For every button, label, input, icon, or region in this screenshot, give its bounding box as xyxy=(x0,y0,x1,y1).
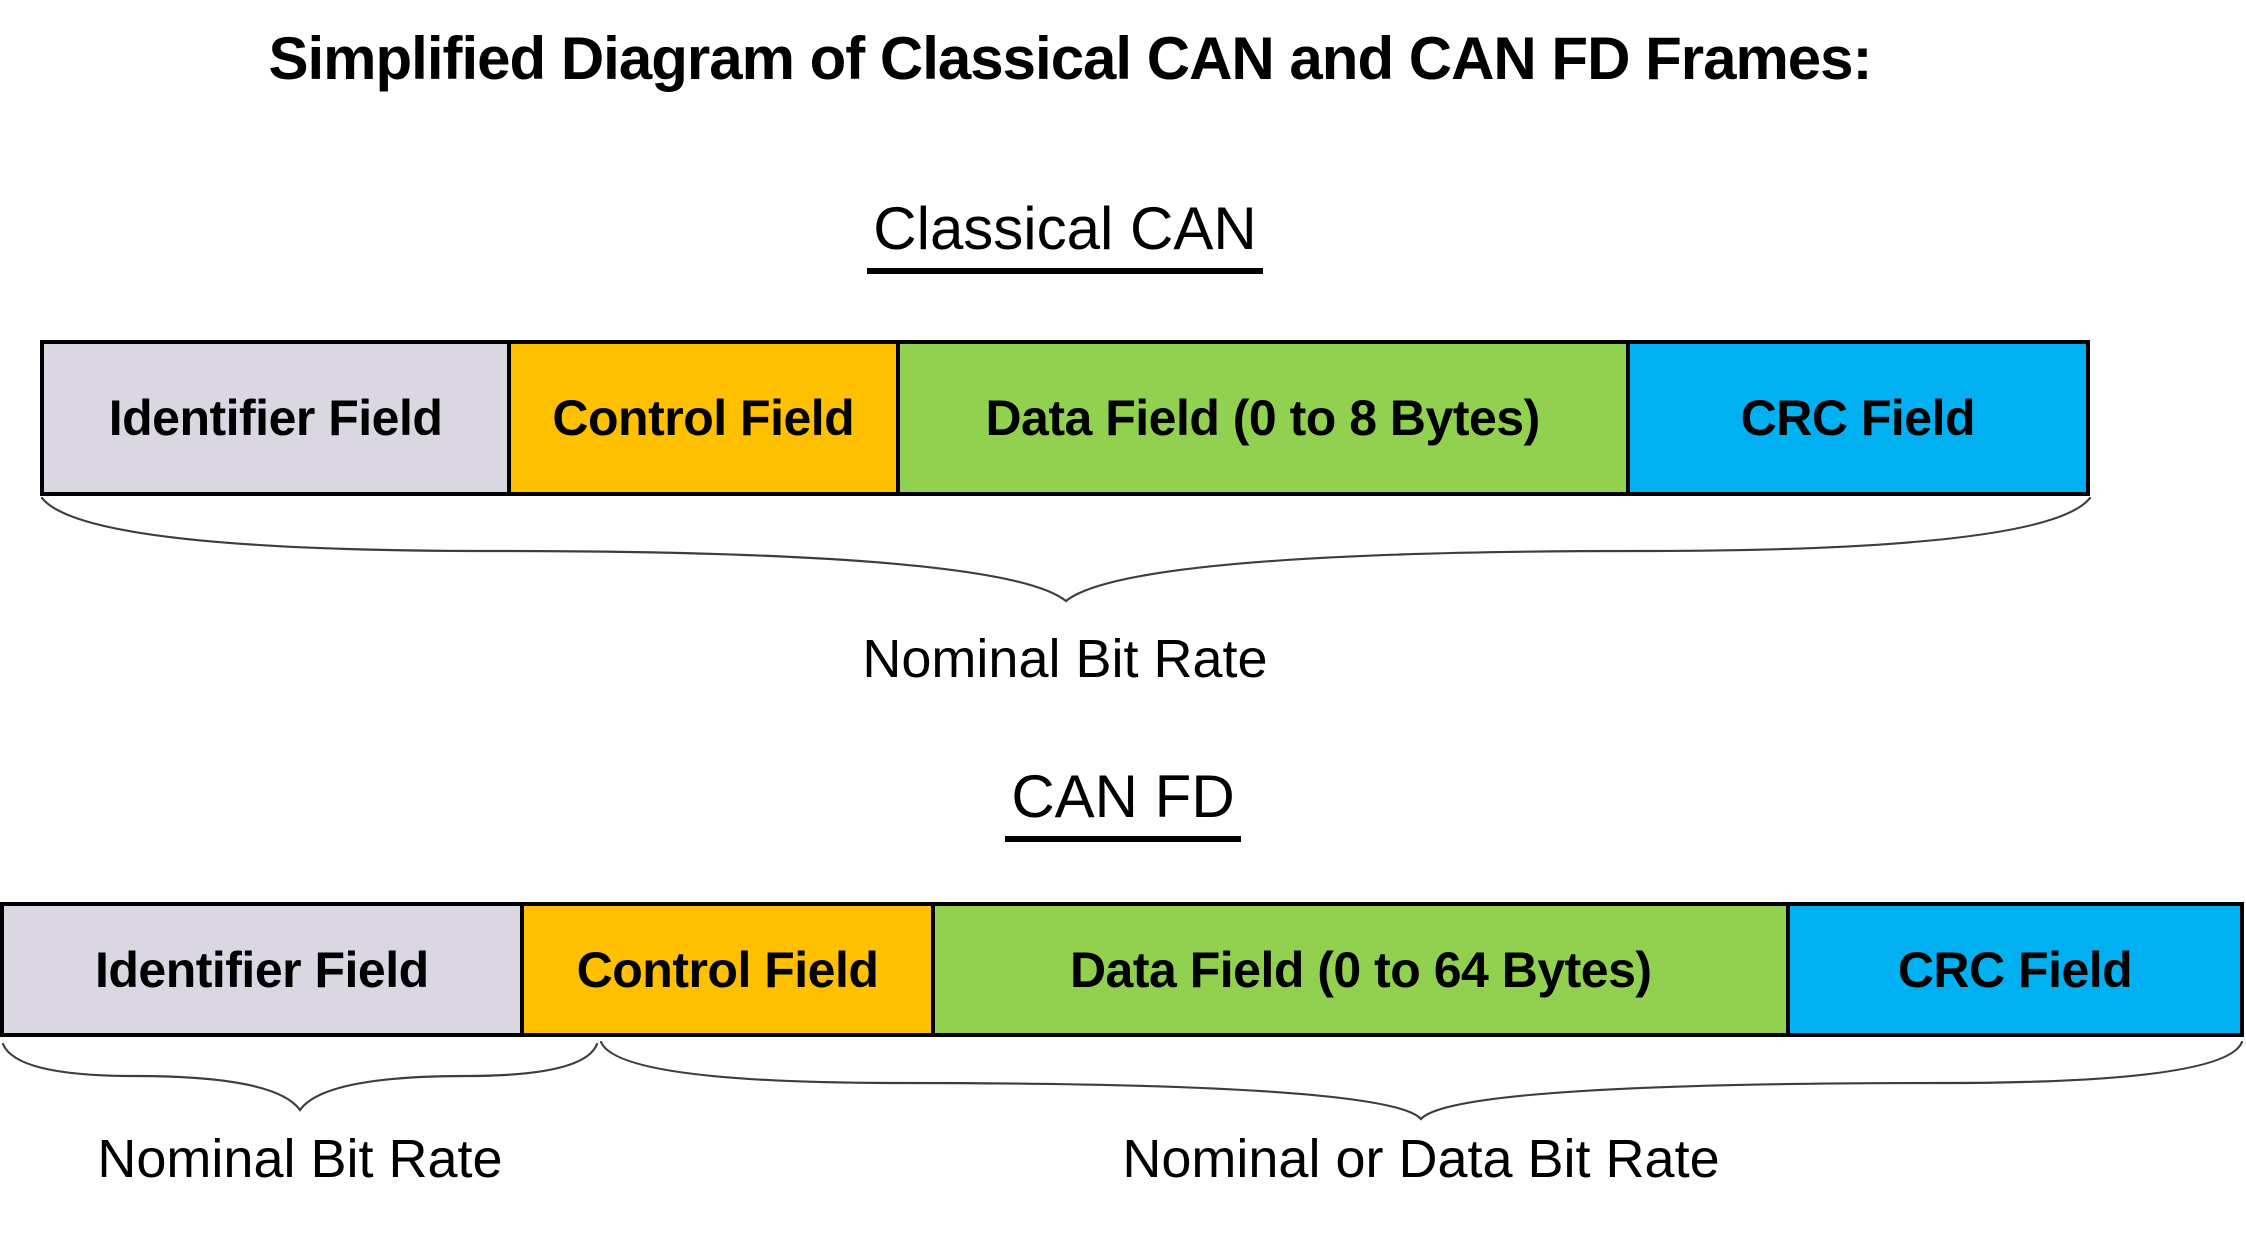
classical-can-frame-bar: Identifier Field Control Field Data Fiel… xyxy=(40,340,2090,496)
diagram-title: Simplified Diagram of Classical CAN and … xyxy=(268,25,1872,92)
canfd-crc-field-label: CRC Field xyxy=(1897,941,2133,998)
canfd-data-field: Data Field (0 to 64 Bytes) xyxy=(931,906,1787,1033)
canfd-control-field-label: Control Field xyxy=(576,941,879,998)
classical-can-heading: Classical CAN xyxy=(40,194,2090,274)
classical-identifier-field: Identifier Field xyxy=(44,344,508,492)
canfd-nominal-or-data-bit-rate-label: Nominal or Data Bit Rate xyxy=(1122,1129,1720,1189)
canfd-control-field: Control Field xyxy=(519,906,932,1033)
classical-data-field-label: Data Field (0 to 8 Bytes) xyxy=(985,390,1540,446)
classical-nominal-bit-rate-label: Nominal Bit Rate xyxy=(862,629,1268,689)
classical-control-field: Control Field xyxy=(507,344,896,492)
classical-crc-field: CRC Field xyxy=(1625,344,2086,492)
classical-identifier-field-label: Identifier Field xyxy=(108,390,443,446)
canfd-identifier-field: Identifier Field xyxy=(4,906,520,1033)
underbrace-canfd-identifier-icon xyxy=(1,1042,599,1112)
can-fd-heading-text: CAN FD xyxy=(1005,762,1241,842)
canfd-crc-field: CRC Field xyxy=(1786,906,2240,1033)
classical-data-field: Data Field (0 to 8 Bytes) xyxy=(895,344,1626,492)
canfd-identifier-field-label: Identifier Field xyxy=(94,941,429,998)
can-fd-frame-bar: Identifier Field Control Field Data Fiel… xyxy=(0,902,2244,1037)
classical-control-field-label: Control Field xyxy=(552,390,855,446)
classical-crc-field-label: CRC Field xyxy=(1740,390,1976,446)
canfd-nominal-bit-rate-label: Nominal Bit Rate xyxy=(97,1129,503,1189)
underbrace-classical-full-icon xyxy=(40,496,2092,603)
can-fd-heading: CAN FD xyxy=(0,762,2246,842)
classical-can-heading-text: Classical CAN xyxy=(867,194,1263,274)
underbrace-canfd-control-to-crc-icon xyxy=(599,1040,2244,1121)
canfd-data-field-label: Data Field (0 to 64 Bytes) xyxy=(1069,941,1652,998)
